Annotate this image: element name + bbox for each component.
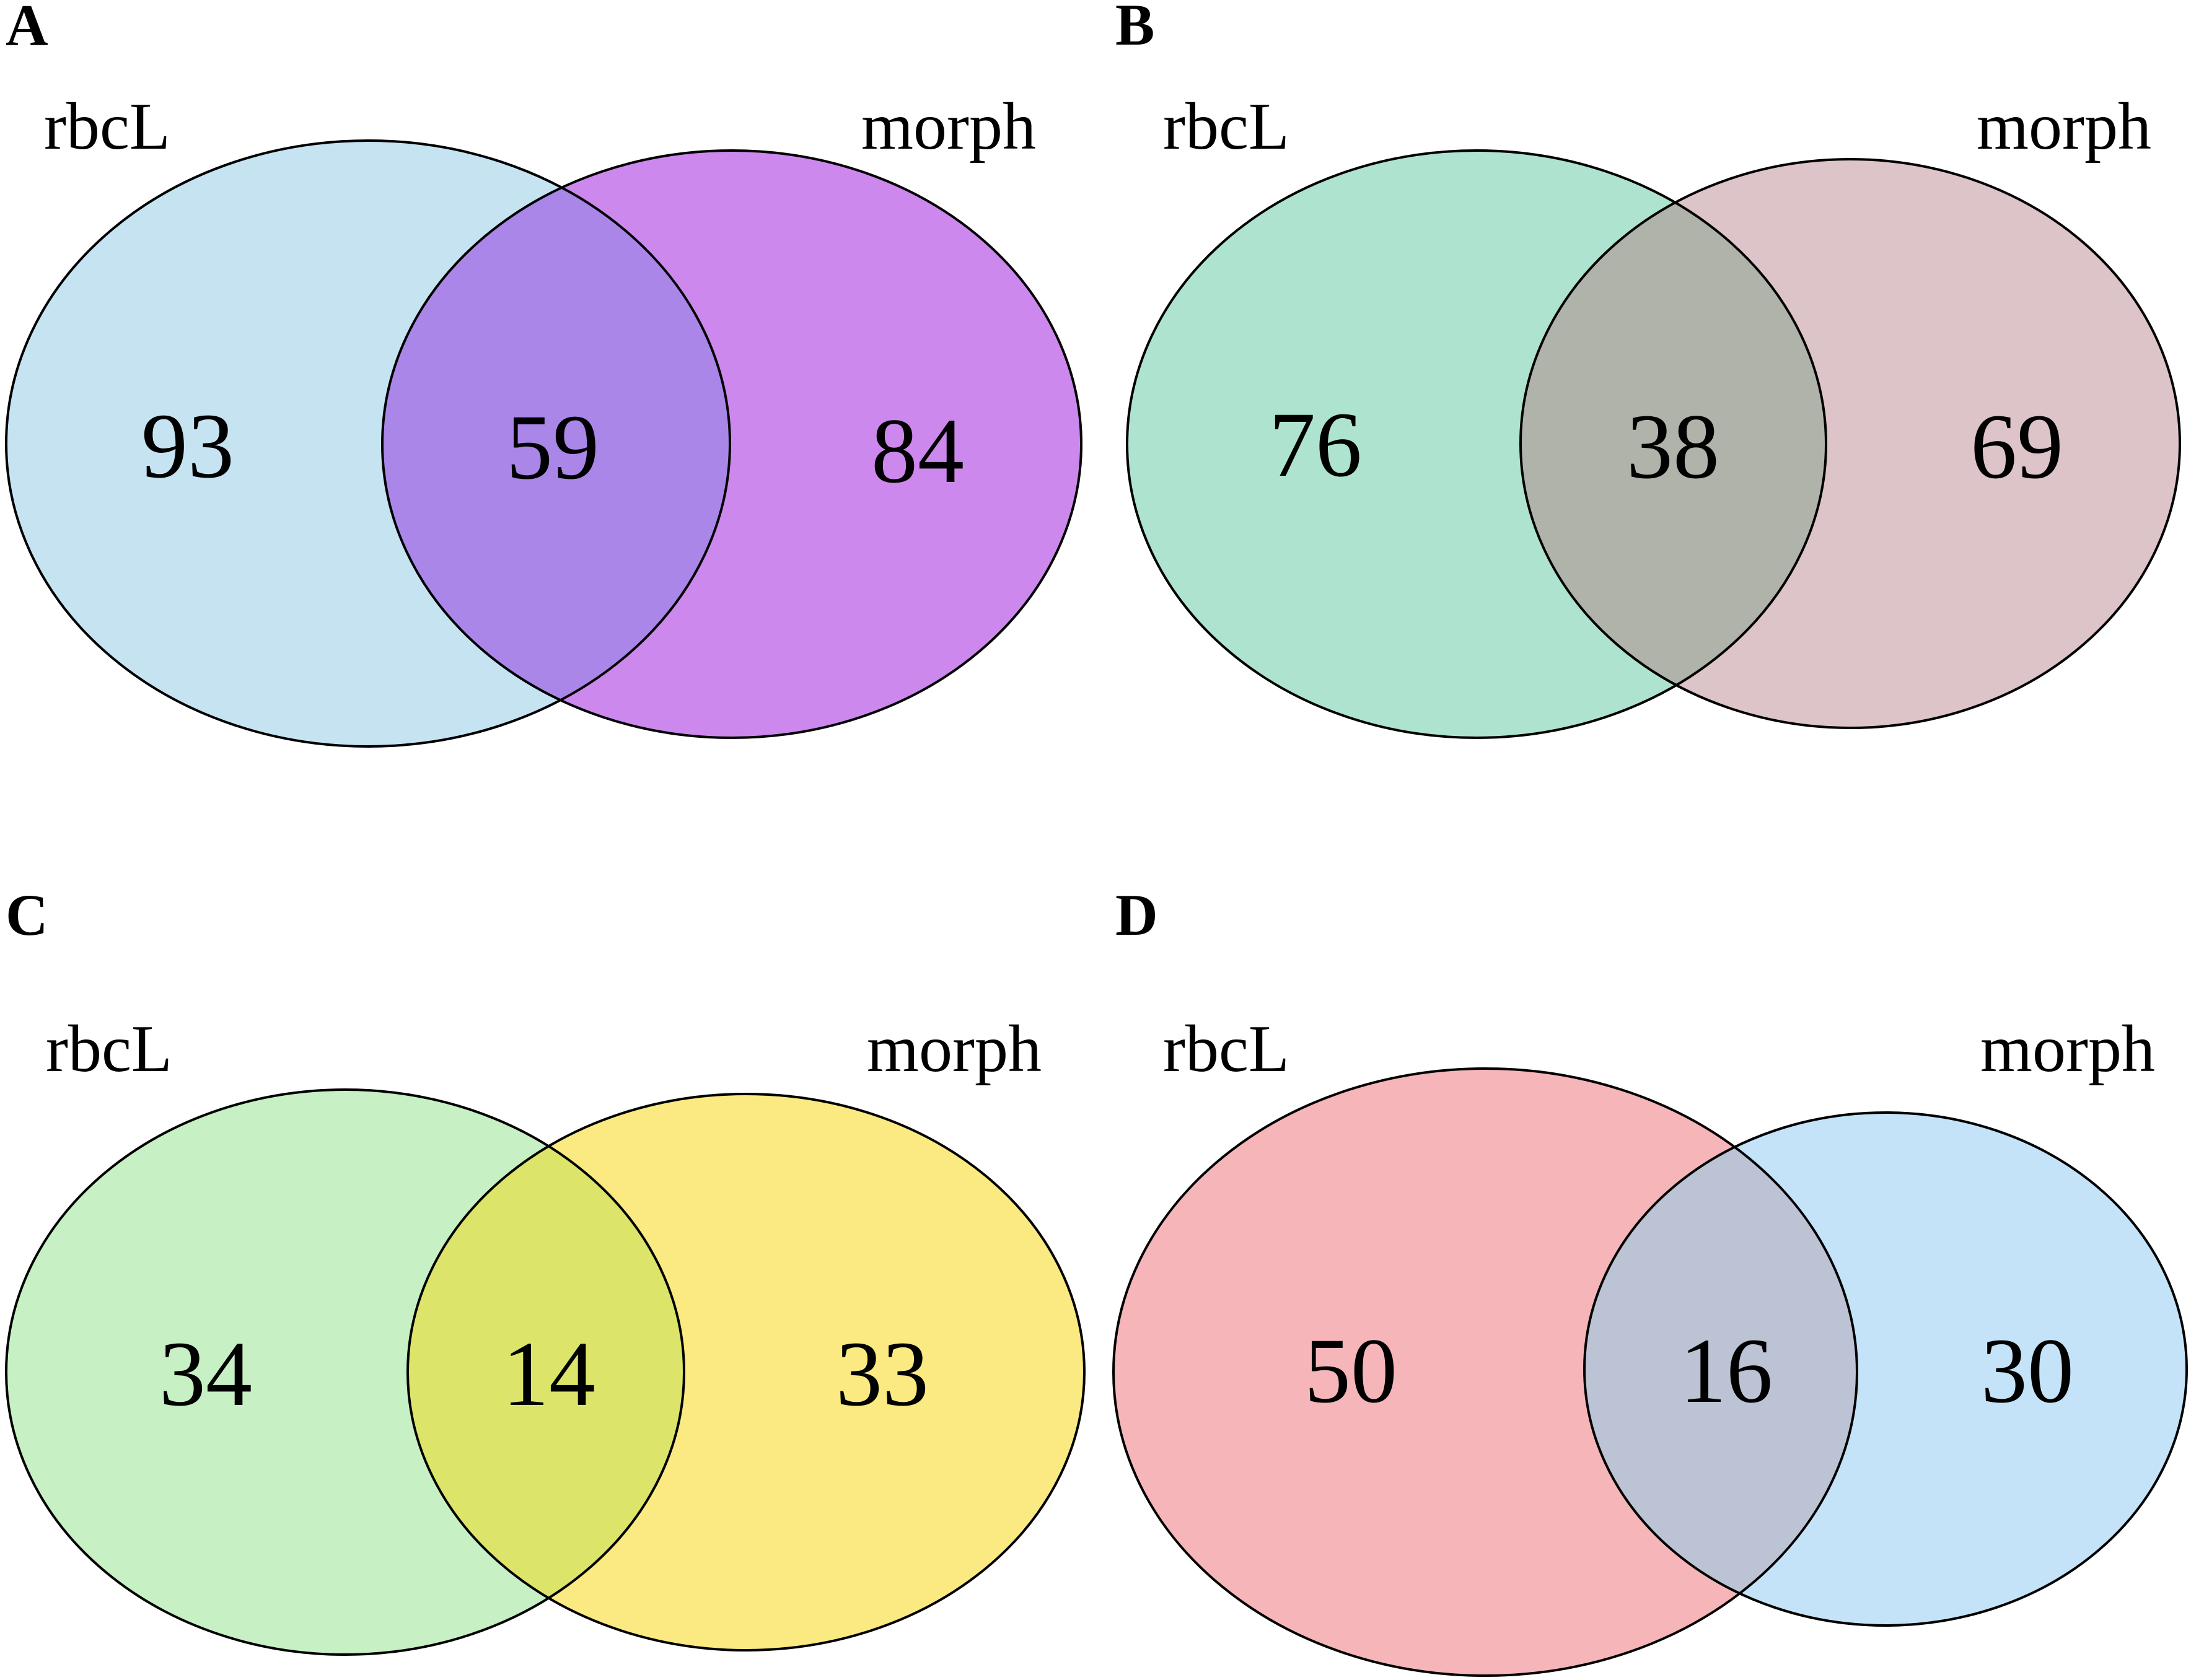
intersection-count: 59 bbox=[506, 396, 599, 499]
rbcl-set-outline bbox=[5, 139, 731, 748]
intersection-region bbox=[1584, 1113, 1857, 1625]
venn-panel-a: A rbcL morph 93 59 84 bbox=[5, 0, 1082, 748]
intersection-region bbox=[1521, 159, 1826, 728]
panel-letter: A bbox=[6, 0, 48, 58]
panel-letter: C bbox=[6, 882, 48, 948]
intersection-region bbox=[382, 151, 730, 738]
rbcl-set-outline bbox=[5, 1088, 685, 1656]
rbcl-set-label: rbcL bbox=[1163, 90, 1289, 164]
right-only-count: 30 bbox=[1981, 1319, 2074, 1422]
left-only-count: 93 bbox=[141, 395, 234, 497]
morph-set-label: morph bbox=[1977, 90, 2151, 164]
venn-panel-d: D rbcL morph 50 16 30 bbox=[1112, 882, 2188, 1677]
rbcl-set-outline bbox=[1126, 149, 1827, 739]
right-only-count: 69 bbox=[1970, 395, 2063, 498]
left-only-count: 76 bbox=[1269, 393, 1362, 496]
morph-set-label: morph bbox=[1980, 1012, 2155, 1086]
venn-panel-b: B rbcL morph 76 38 69 bbox=[1115, 0, 2181, 739]
intersection-count: 38 bbox=[1627, 395, 1719, 498]
rbcl-set-label: rbcL bbox=[44, 90, 170, 164]
morph-set-outline bbox=[1583, 1111, 2188, 1627]
right-only-count: 33 bbox=[836, 1323, 929, 1425]
rbcl-set-label: rbcL bbox=[1163, 1012, 1289, 1086]
morph-set-label: morph bbox=[867, 1012, 1042, 1086]
panel-letter: D bbox=[1115, 882, 1158, 948]
rbcl-set-outline bbox=[1112, 1067, 1858, 1677]
morph-set-outline bbox=[1519, 158, 2181, 729]
morph-set-outline bbox=[406, 1093, 1086, 1652]
left-only-count: 34 bbox=[159, 1323, 252, 1425]
intersection-count: 16 bbox=[1680, 1319, 1773, 1422]
morph-set-label: morph bbox=[861, 90, 1036, 164]
rbcl-set-label: rbcL bbox=[46, 1012, 172, 1086]
panel-letter: B bbox=[1115, 0, 1154, 58]
left-only-count: 50 bbox=[1304, 1319, 1397, 1422]
right-only-count: 84 bbox=[871, 400, 964, 502]
morph-set-outline bbox=[381, 149, 1082, 739]
intersection-region bbox=[408, 1094, 684, 1650]
venn-panel-c: C rbcL morph 34 14 33 bbox=[5, 882, 1086, 1656]
intersection-count: 14 bbox=[503, 1323, 595, 1425]
